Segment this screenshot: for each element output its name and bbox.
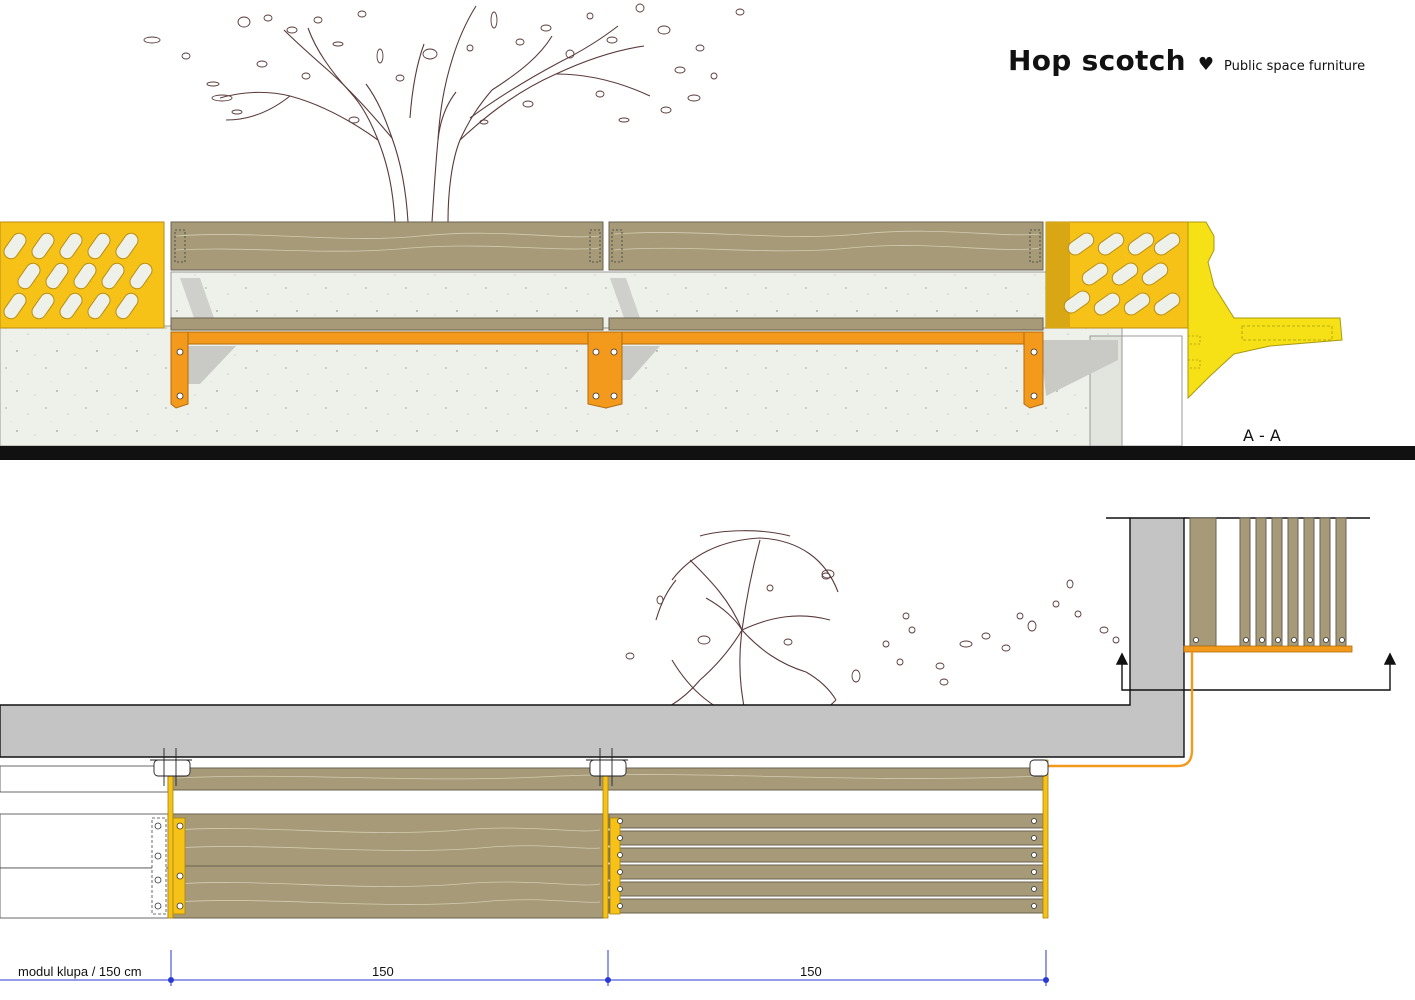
span-1-dimension-label: 150 [372,964,394,979]
elevation-seat-board [170,317,1044,331]
plan-bolts [154,637,1345,910]
tree-elevation-sketch [143,3,745,223]
plan-seat-right-slats [608,813,1044,914]
yellow-perforated-panel-left [0,221,165,329]
plan-anchor-crosses [150,748,1049,786]
span-2-dimension-label: 150 [800,964,822,979]
plan-bench-frame [0,765,169,919]
plan-orange-connector [1046,652,1194,768]
module-dimension-label: modul klupa / 150 cm [18,964,142,979]
plan-corner-seat-boards [1183,517,1353,653]
section-cut-markers [1115,652,1397,691]
yellow-seat-section-profile [1187,221,1343,400]
heart-icon: ♥ [1197,54,1215,75]
elevation-backrest-boards [170,221,1044,271]
title-block: Hop scotch ♥ Public space furniture [1008,44,1365,77]
dimension-line [0,950,1049,986]
project-title: Hop scotch [1008,44,1186,77]
plan-planter-wall [0,517,1370,758]
section-marker-label: A - A [1243,426,1281,445]
project-subtitle: Public space furniture [1224,59,1366,74]
tree-plan-sketch [625,530,1120,726]
yellow-perforated-panel-right [1045,221,1189,329]
plan-seat-left-module [170,813,604,919]
elevation-orange-brackets [170,331,1044,409]
elevation-ground-line [0,446,1415,460]
